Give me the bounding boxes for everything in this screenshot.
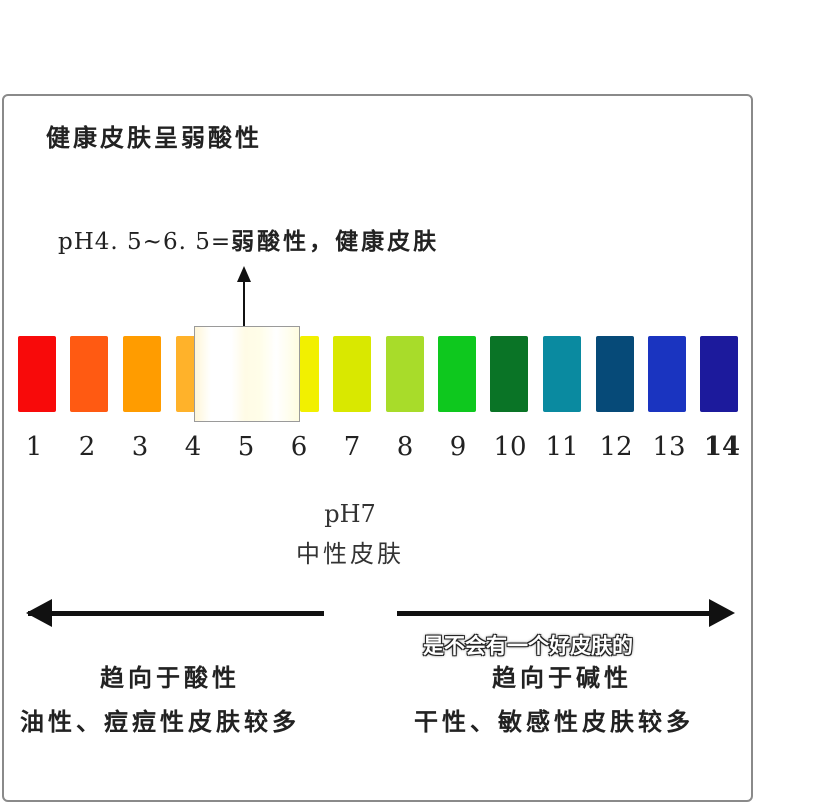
ph-swatch <box>648 336 686 412</box>
arrow-up-icon <box>237 266 251 326</box>
ph-tick-5: 5 <box>237 432 255 462</box>
diagram-title: 健康皮肤呈弱酸性 <box>46 124 262 152</box>
ph-tick-12: 12 <box>599 432 633 462</box>
ph-swatch <box>438 336 476 412</box>
ph-tick-8: 8 <box>396 432 414 462</box>
diagram-frame <box>2 94 753 802</box>
healthy-range-text: 弱酸性，健康皮肤 <box>231 229 440 255</box>
ph-tick-10: 10 <box>493 432 527 462</box>
video-subtitle: 是不会有一个好皮肤的 <box>423 634 633 658</box>
ph-tick-6: 6 <box>290 432 308 462</box>
ph-swatch <box>490 336 528 412</box>
alkaline-skin-types: 干性、敏感性皮肤较多 <box>414 708 694 736</box>
acidic-skin-types: 油性、痘痘性皮肤较多 <box>20 708 300 736</box>
ph-tick-3: 3 <box>131 432 149 462</box>
ph-swatch <box>176 336 196 412</box>
ph-tick-14: 14 <box>703 432 741 462</box>
neutral-skin-text: 中性皮肤 <box>296 540 404 568</box>
acidic-trend-label: 趋向于酸性 <box>100 664 240 692</box>
ph-tick-4: 4 <box>184 432 202 462</box>
ph-tick-11: 11 <box>545 432 579 462</box>
ph-tick-2: 2 <box>78 432 96 462</box>
ph-tick-9: 9 <box>449 432 467 462</box>
ph-swatch <box>300 336 319 412</box>
arrow-left-icon <box>26 599 324 627</box>
healthy-range-value: pH4. 5~6. 5= <box>58 229 232 255</box>
ph-tick-7: 7 <box>343 432 361 462</box>
ph-swatch <box>333 336 371 412</box>
healthy-range-highlight-box <box>194 326 300 422</box>
ph-swatch <box>123 336 161 412</box>
neutral-ph: pH7 <box>324 500 376 528</box>
ph-swatch <box>18 336 56 412</box>
alkaline-trend-label: 趋向于碱性 <box>492 664 632 692</box>
ph-tick-1: 1 <box>25 432 43 462</box>
ph-swatch <box>700 336 738 412</box>
ph-swatch <box>70 336 108 412</box>
ph-swatch <box>543 336 581 412</box>
ph-swatch <box>596 336 634 412</box>
arrow-right-icon <box>397 599 735 627</box>
neutral-label: pH7 中性皮肤 <box>290 500 410 569</box>
ph-swatch <box>386 336 424 412</box>
ph-tick-13: 13 <box>652 432 686 462</box>
healthy-range-label: pH4. 5~6. 5=弱酸性，健康皮肤 <box>58 222 439 256</box>
